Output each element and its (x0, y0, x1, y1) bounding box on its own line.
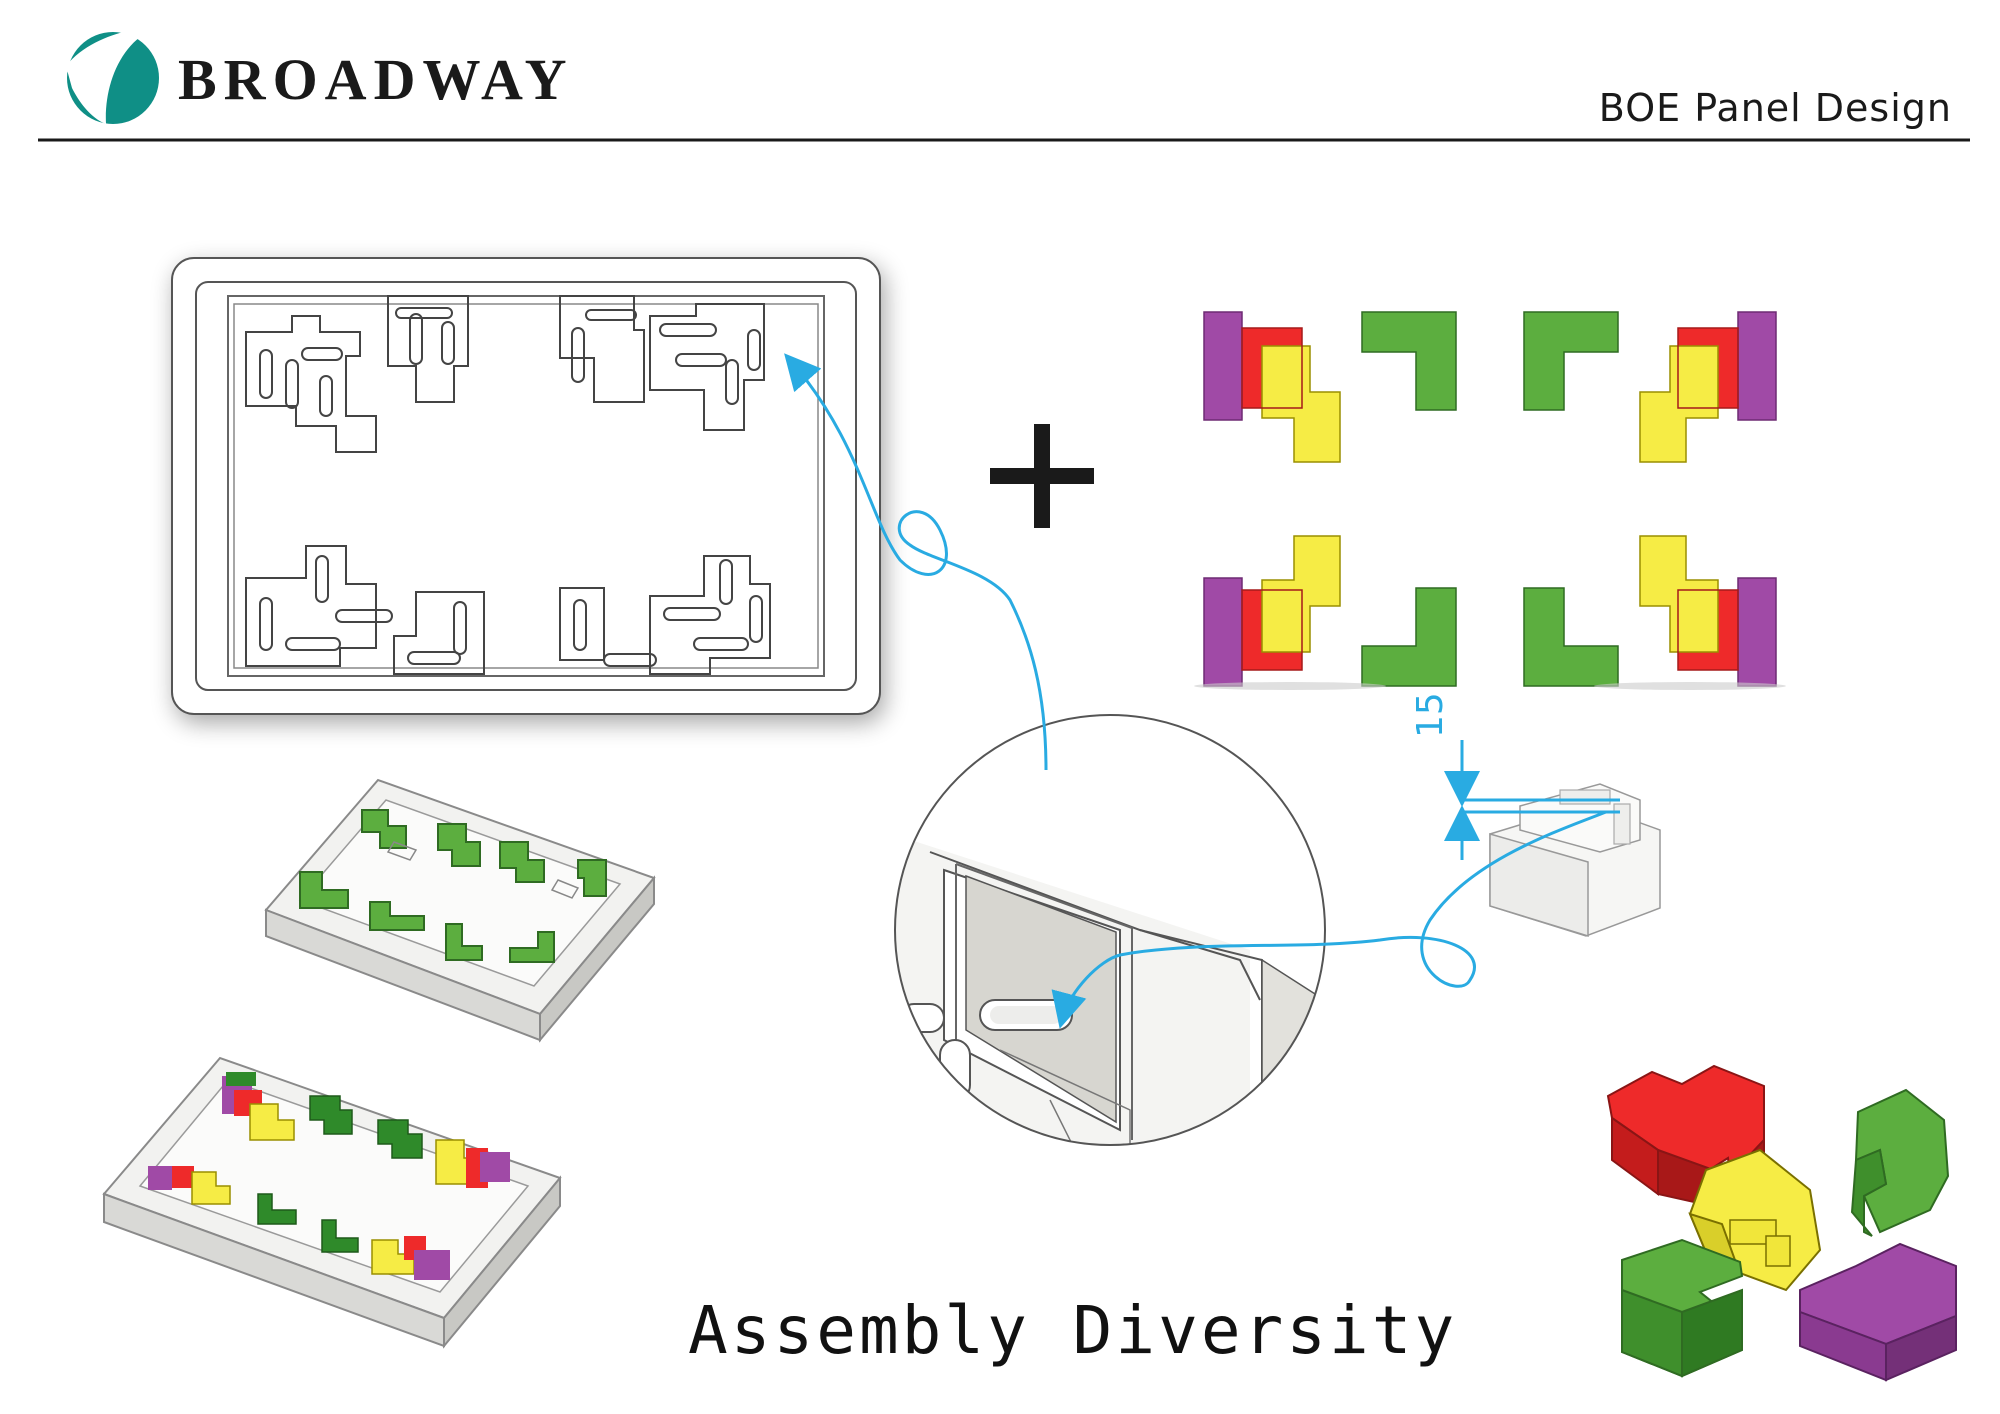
corner-insert-top-right (1523, 311, 1777, 463)
zoom-detail-circle (894, 714, 1326, 1146)
dimension-arrow-icon (1444, 740, 1620, 860)
document-title: BOE Panel Design (1598, 86, 1952, 130)
corner-insert-bottom-left (1203, 535, 1457, 687)
brand-name: BROADWAY (178, 47, 574, 112)
dimension-label: 15 (1410, 692, 1451, 738)
tray-isometric-green (264, 778, 656, 1043)
tray-top-view (171, 257, 881, 715)
corner-insert-bottom-right (1523, 535, 1777, 687)
white-piece-detail (1489, 783, 1661, 938)
assembly-caption: Assembly Diversity (688, 1292, 1458, 1369)
callout-arrow-icon (784, 353, 1607, 1029)
scattered-pieces (1606, 1064, 1957, 1382)
plus-icon (990, 424, 1094, 528)
tray-isometric-multicolor (102, 1056, 562, 1349)
broadway-logo-icon (66, 26, 160, 124)
corner-insert-top-left (1203, 311, 1457, 463)
